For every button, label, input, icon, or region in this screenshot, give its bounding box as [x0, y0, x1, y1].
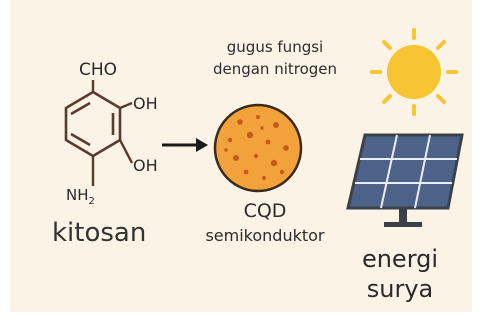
solar-line-1: energi — [361, 245, 439, 273]
sun-icon — [370, 28, 458, 116]
benzene-ring — [64, 90, 122, 158]
cqd-particle — [213, 103, 303, 193]
solar-line-2: surya — [366, 275, 434, 303]
oh-bottom-label: OH — [133, 156, 158, 175]
functional-group-annotation: gugus fungsi dengan nitrogen — [180, 36, 370, 80]
cqd-subtitle: semikonduktor — [205, 226, 325, 245]
solar-panel-icon — [346, 133, 464, 227]
cqd-title: CQD — [243, 200, 287, 222]
substituent-bonds — [91, 80, 134, 186]
nh2-subscript: 2 — [88, 196, 95, 207]
solar-energy-label: energi surya — [335, 244, 465, 304]
kitosan-label: kitosan — [52, 218, 147, 248]
annotation-line-1: gugus fungsi — [226, 38, 324, 56]
oh-top-label: OH — [133, 94, 158, 113]
cho-label: CHO — [79, 60, 118, 80]
nh2-label: NH2 — [66, 186, 95, 207]
annotation-line-2: dengan nitrogen — [212, 60, 338, 78]
reaction-arrow — [162, 138, 208, 152]
nh2-base: NH — [66, 186, 89, 204]
